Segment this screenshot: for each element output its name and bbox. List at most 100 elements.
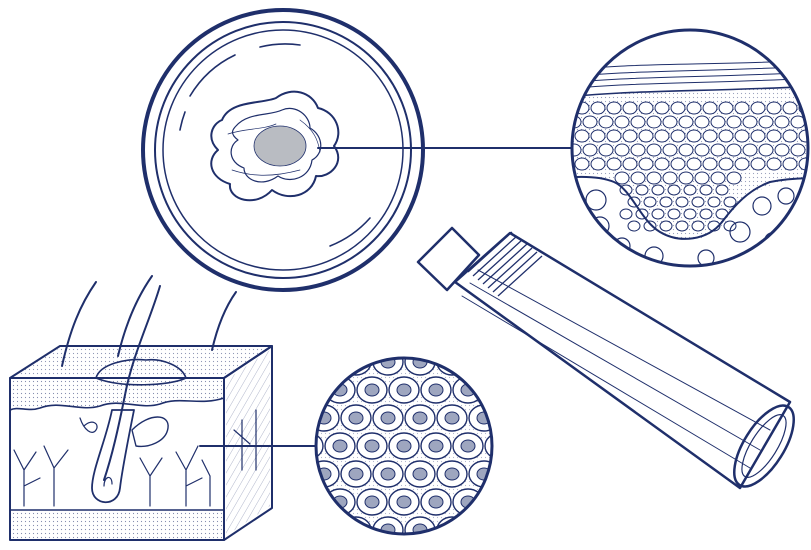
cell xyxy=(389,433,419,459)
epidermis-cell xyxy=(759,116,773,128)
epidermis-cell xyxy=(647,144,661,156)
cell-cluster-zoom xyxy=(293,349,531,543)
epidermis-cell xyxy=(700,209,712,219)
epidermis-cell xyxy=(676,221,688,231)
epidermis-cell xyxy=(575,130,589,142)
cell xyxy=(421,377,451,403)
epidermis-cell xyxy=(647,116,661,128)
cell xyxy=(357,433,387,459)
epidermis-cell xyxy=(751,130,765,142)
cell xyxy=(469,349,499,375)
epidermis-cell xyxy=(703,102,717,114)
epidermis-cell xyxy=(719,102,733,114)
cell xyxy=(293,377,323,403)
epidermis-cell xyxy=(708,197,720,207)
epidermis-cell xyxy=(599,116,613,128)
epidermis-cell xyxy=(559,158,573,170)
cell xyxy=(357,489,387,515)
epidermis-cell xyxy=(791,144,805,156)
epidermis-cell xyxy=(591,158,605,170)
epidermis-cell xyxy=(751,102,765,114)
cell xyxy=(341,405,371,431)
epidermis-cell xyxy=(692,221,704,231)
epidermis-cell xyxy=(711,144,725,156)
epidermis-cell xyxy=(783,158,797,170)
epidermis-cell xyxy=(695,172,709,184)
epidermis-cell xyxy=(703,158,717,170)
epidermis-cell xyxy=(695,116,709,128)
cell xyxy=(501,517,531,543)
epidermis-cell xyxy=(719,130,733,142)
epidermis-cell xyxy=(727,172,741,184)
cell xyxy=(501,405,531,431)
epidermis-cell xyxy=(583,116,597,128)
epidermis-cell xyxy=(652,185,664,195)
epidermis-cell xyxy=(783,102,797,114)
epidermis-cell xyxy=(615,144,629,156)
epidermis-cell xyxy=(639,102,653,114)
cell xyxy=(485,489,515,515)
epidermis-cell xyxy=(663,116,677,128)
epidermis-cell xyxy=(767,102,781,114)
epidermis-cell xyxy=(575,158,589,170)
epidermis-cell xyxy=(759,144,773,156)
epidermis-cell xyxy=(751,158,765,170)
epidermis-cell xyxy=(692,197,704,207)
epidermis-cell xyxy=(684,209,696,219)
epidermis-cell xyxy=(631,172,645,184)
epidermis-cell xyxy=(639,158,653,170)
cell xyxy=(389,489,419,515)
epidermis-cell xyxy=(567,144,581,156)
epidermis-cell xyxy=(671,130,685,142)
cell xyxy=(325,433,355,459)
epidermis-cell xyxy=(615,116,629,128)
epidermis-cell xyxy=(767,130,781,142)
epidermis-cell xyxy=(583,144,597,156)
cell xyxy=(389,377,419,403)
epidermis-cell xyxy=(631,144,645,156)
epidermis-cell xyxy=(623,130,637,142)
epidermis-cell xyxy=(599,144,613,156)
epidermis-cell xyxy=(668,185,680,195)
epidermis-cell xyxy=(679,144,693,156)
epidermis-cell xyxy=(655,130,669,142)
epidermis-cell xyxy=(767,158,781,170)
epidermis-cell xyxy=(663,172,677,184)
epidermis-cell xyxy=(655,102,669,114)
cell xyxy=(421,433,451,459)
epidermis-cell xyxy=(783,130,797,142)
lesion xyxy=(211,92,338,201)
epidermis-cell xyxy=(671,158,685,170)
epidermis-cell xyxy=(716,185,728,195)
epidermis-cell xyxy=(743,116,757,128)
epidermis-cell xyxy=(591,130,605,142)
epidermis-cell xyxy=(711,172,725,184)
cell xyxy=(405,461,435,487)
epidermis-cell xyxy=(644,197,656,207)
cell xyxy=(437,461,467,487)
epidermis-cell xyxy=(639,130,653,142)
epidermis-cell xyxy=(671,102,685,114)
epidermis-cell xyxy=(628,221,640,231)
epidermis-cell xyxy=(700,185,712,195)
epidermis-cell xyxy=(636,185,648,195)
cell xyxy=(501,461,531,487)
cell xyxy=(357,377,387,403)
cell xyxy=(405,405,435,431)
cell xyxy=(501,349,531,375)
epidermis-cell xyxy=(687,130,701,142)
epidermis-cell xyxy=(807,116,811,128)
epidermis-cell xyxy=(743,144,757,156)
epidermis-cell xyxy=(631,116,645,128)
epidermis-cell xyxy=(724,197,736,207)
epidermis-cell xyxy=(684,185,696,195)
skin-cross-section xyxy=(10,276,272,540)
epidermis-cell xyxy=(668,209,680,219)
cell xyxy=(469,517,499,543)
cell xyxy=(373,461,403,487)
epidermis-cell xyxy=(695,144,709,156)
cell xyxy=(485,377,515,403)
epidermis-cell xyxy=(647,172,661,184)
epidermis-cell xyxy=(735,130,749,142)
